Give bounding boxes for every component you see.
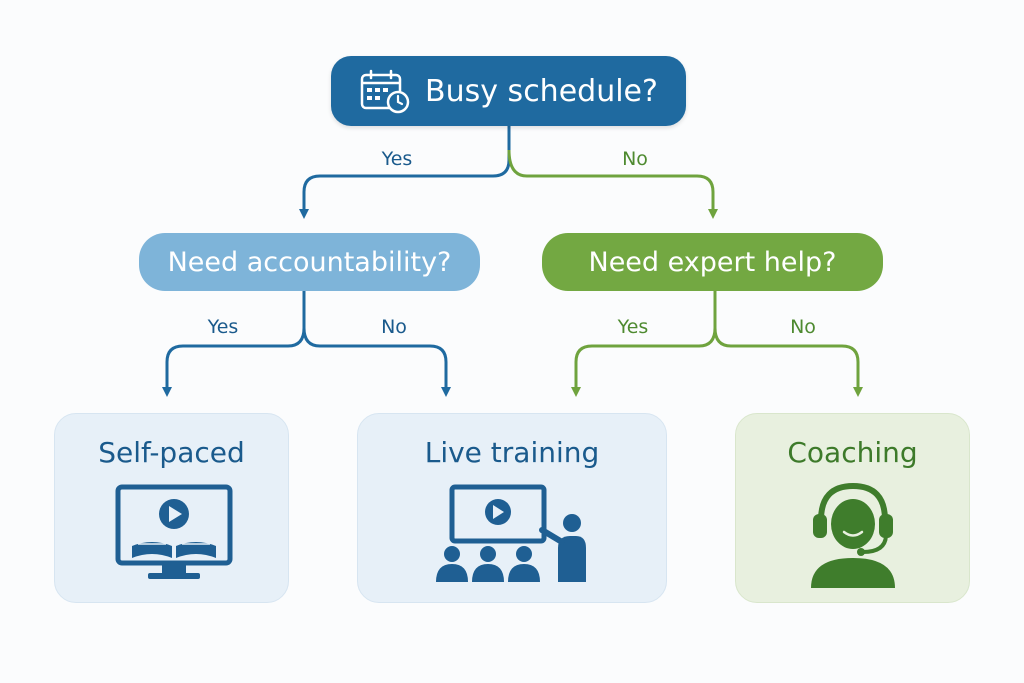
edge-label-root-yes: Yes xyxy=(381,148,413,170)
accountability-question-label: Need accountability? xyxy=(167,246,452,278)
edge-root-no xyxy=(507,149,718,219)
edge-left-yes xyxy=(162,291,306,397)
outcome-card-self-paced: Self-paced xyxy=(54,413,289,603)
outcome-card-coaching: Coaching xyxy=(735,413,970,603)
presenter-audience-icon xyxy=(436,484,586,582)
headset-person-icon xyxy=(811,482,895,588)
root-question-node: Busy schedule? xyxy=(331,56,686,126)
edge-label-root-no: No xyxy=(622,148,648,170)
edge-right-no xyxy=(713,327,863,397)
edge-label-right-no: No xyxy=(790,316,816,338)
outcome-title-self-paced: Self-paced xyxy=(98,436,245,469)
edge-label-left-yes: Yes xyxy=(207,316,239,338)
edge-label-right-yes: Yes xyxy=(617,316,649,338)
edge-right-yes xyxy=(571,291,717,397)
edge-left-no xyxy=(302,327,451,397)
edge-root-yes xyxy=(299,126,511,219)
expert-help-question-label: Need expert help? xyxy=(588,246,837,278)
monitor-book-play-icon xyxy=(115,484,233,579)
edge-label-left-no: No xyxy=(381,316,407,338)
outcome-card-live-training: Live training xyxy=(357,413,667,603)
expert-help-question-node: Need expert help? xyxy=(542,233,883,291)
accountability-question-node: Need accountability? xyxy=(139,233,480,291)
outcome-title-coaching: Coaching xyxy=(787,436,918,469)
calendar-clock-icon xyxy=(360,69,410,114)
root-question-label: Busy schedule? xyxy=(425,73,658,109)
outcome-title-live-training: Live training xyxy=(424,436,600,469)
